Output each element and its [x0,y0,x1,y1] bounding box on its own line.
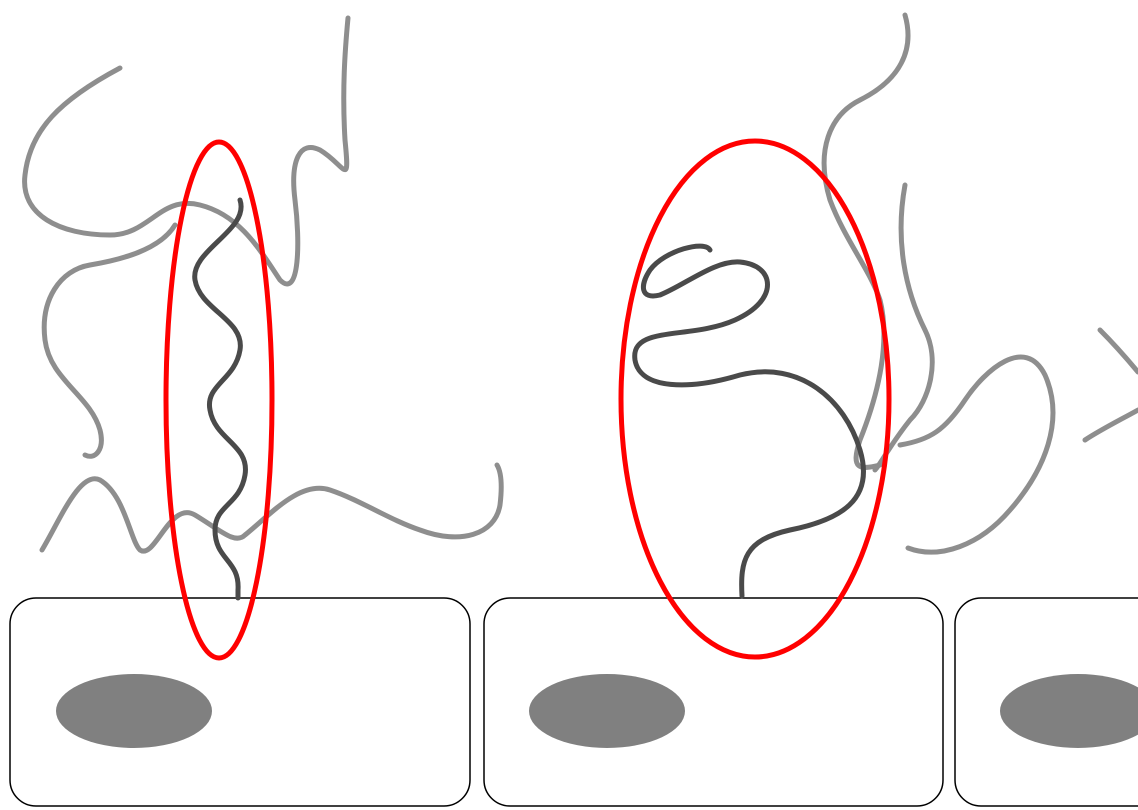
nucleus-left [56,674,212,748]
background-strand [1100,330,1138,372]
background-strand [900,357,1053,552]
background-strands [25,15,1138,552]
background-strand [824,15,908,467]
narrow-ellipse-highlight [166,142,272,658]
nucleus-middle [529,674,685,748]
background-strand [44,225,175,456]
highlights [166,141,889,658]
cells [10,598,1138,806]
background-strand [1085,410,1138,440]
background-strand [25,18,348,284]
wide-ellipse-highlight [621,141,889,657]
coiled-folded-strand [635,246,864,596]
